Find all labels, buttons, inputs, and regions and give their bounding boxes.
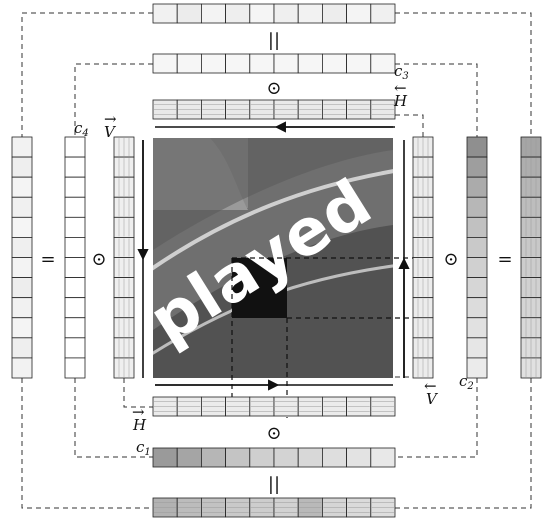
vector-left-outer <box>12 137 32 378</box>
label-c1: c1 <box>136 438 151 458</box>
vector-bot-hfwd <box>153 397 395 416</box>
vector-cell <box>65 177 85 197</box>
vector-cell <box>12 278 32 298</box>
vector-cell <box>371 448 395 467</box>
vector-cell <box>467 298 487 318</box>
vector-cell <box>153 448 177 467</box>
vector-cell <box>226 4 250 23</box>
vector-cell <box>65 237 85 257</box>
vector-cell <box>12 237 32 257</box>
vector-cell <box>153 4 177 23</box>
vector-cell <box>65 278 85 298</box>
vector-bot-outer <box>153 498 395 517</box>
vector-cell <box>467 278 487 298</box>
vector-right-outer <box>521 137 541 378</box>
vector-left-c4 <box>65 137 85 378</box>
vector-cell <box>65 258 85 278</box>
vector-cell <box>226 448 250 467</box>
vector-cell <box>153 54 177 73</box>
vector-cell <box>467 358 487 378</box>
vector-cell <box>201 448 225 467</box>
vector-cell <box>347 54 371 73</box>
vector-cell <box>298 4 322 23</box>
vector-cell <box>347 4 371 23</box>
vector-cell <box>250 4 274 23</box>
vector-cell <box>322 54 346 73</box>
vector-cell <box>274 54 298 73</box>
vector-cell <box>274 4 298 23</box>
vector-cell <box>371 4 395 23</box>
vector-cell <box>12 217 32 237</box>
hadamard-bottom: ⊙ <box>266 423 281 444</box>
vector-cell <box>12 318 32 338</box>
vector-cell <box>65 217 85 237</box>
arrow-accent-h-backward: ← <box>394 79 407 97</box>
vector-cell <box>298 54 322 73</box>
vector-cell <box>65 358 85 378</box>
vector-cell <box>65 137 85 157</box>
vector-cell <box>65 318 85 338</box>
arrow-accent-h-forward: → <box>132 403 145 421</box>
vector-cell <box>467 217 487 237</box>
vector-bot-c1 <box>153 448 395 467</box>
vector-cell <box>12 338 32 358</box>
vector-cell <box>177 54 201 73</box>
vector-right-vback <box>413 137 433 378</box>
vector-cell <box>250 448 274 467</box>
vector-cell <box>467 157 487 177</box>
vector-cell <box>467 137 487 157</box>
vector-cell <box>65 338 85 358</box>
vector-top-c3 <box>153 54 395 73</box>
vector-cell <box>12 197 32 217</box>
vector-cell <box>12 358 32 378</box>
parallel-bottom: || <box>268 474 280 495</box>
arrow-accent-v-forward: → <box>104 110 117 128</box>
vector-cell <box>12 177 32 197</box>
vector-cell <box>274 448 298 467</box>
label-c4: c4 <box>74 119 89 139</box>
vector-cell <box>467 338 487 358</box>
vector-cell <box>322 448 346 467</box>
vector-cell <box>371 54 395 73</box>
vector-cell <box>298 448 322 467</box>
vector-top-hback <box>153 100 395 119</box>
vector-cell <box>467 258 487 278</box>
vector-cell <box>226 54 250 73</box>
vector-top-outer <box>153 4 395 23</box>
vector-cell <box>12 157 32 177</box>
vector-cell <box>65 197 85 217</box>
vector-cell <box>201 54 225 73</box>
vector-cell <box>12 298 32 318</box>
equals-left: = <box>40 249 55 270</box>
parallel-top: || <box>268 30 280 51</box>
vector-cell <box>322 4 346 23</box>
vector-cell <box>347 448 371 467</box>
vector-cell <box>12 258 32 278</box>
vector-left-vfwd <box>114 137 134 378</box>
vector-cell <box>65 298 85 318</box>
equals-right: = <box>497 249 512 270</box>
arrow-accent-v-backward: ← <box>424 377 437 395</box>
vector-right-c2 <box>467 137 487 378</box>
vector-cell <box>467 237 487 257</box>
vector-cell <box>65 157 85 177</box>
vector-cell <box>467 318 487 338</box>
hadamard-right: ⊙ <box>443 249 458 270</box>
hadamard-top: ⊙ <box>266 78 281 99</box>
vector-cell <box>250 54 274 73</box>
hadamard-left: ⊙ <box>91 249 106 270</box>
vector-cell <box>177 4 201 23</box>
vector-cell <box>177 448 201 467</box>
vector-cell <box>201 4 225 23</box>
vector-cell <box>467 197 487 217</box>
vector-cell <box>467 177 487 197</box>
vector-cell <box>12 137 32 157</box>
